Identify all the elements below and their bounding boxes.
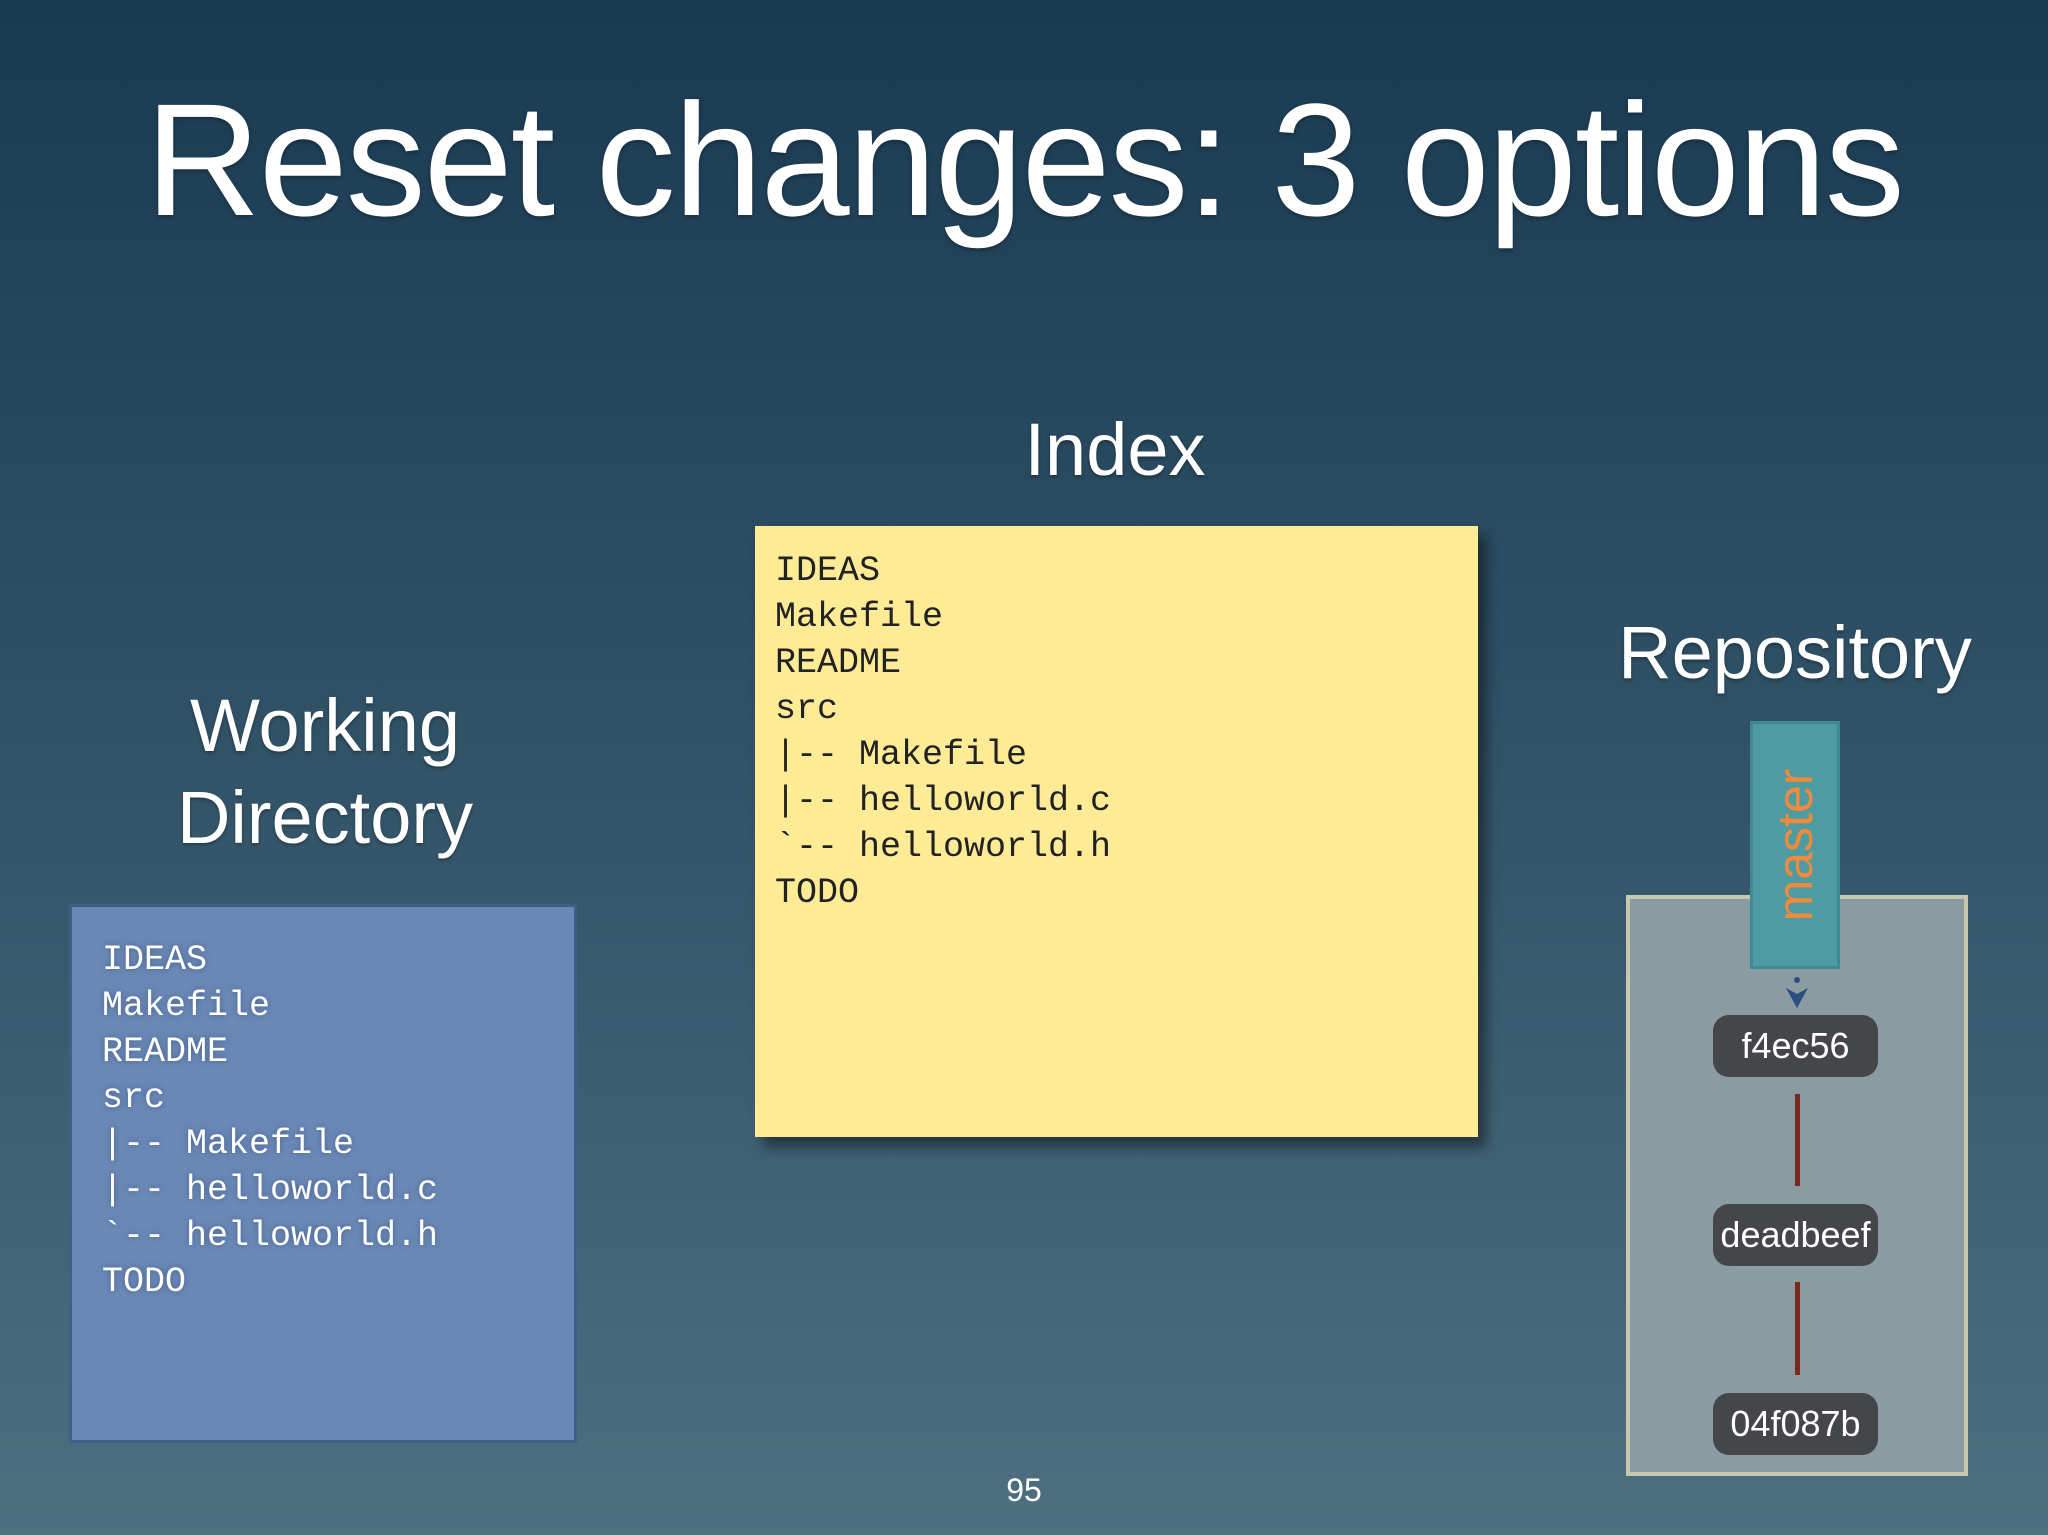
commit-node: 04f087b [1713, 1393, 1878, 1455]
working-directory-file-tree: IDEAS Makefile README src |-- Makefile |… [102, 940, 439, 1302]
arrow-down-icon [1786, 977, 1808, 1008]
working-directory-label-line2: Directory [176, 776, 474, 859]
commit-link [1795, 1094, 1800, 1186]
index-file-tree: IDEAS Makefile README src |-- Makefile |… [775, 551, 1112, 913]
branch-name: master [1767, 768, 1823, 922]
working-directory-label: Working Directory [100, 680, 550, 864]
commit-node: deadbeef [1713, 1204, 1878, 1266]
branch-master-tag: master [1750, 721, 1840, 969]
working-directory-box: IDEAS Makefile README src |-- Makefile |… [69, 904, 577, 1443]
working-directory-label-line1: Working [189, 684, 461, 767]
slide-title: Reset changes: 3 options [145, 70, 1905, 249]
index-box: IDEAS Makefile README src |-- Makefile |… [755, 526, 1478, 1137]
commit-link [1795, 1282, 1800, 1375]
page-number: 95 [1006, 1472, 1042, 1508]
repository-label: Repository [1618, 611, 1972, 694]
commit-node: f4ec56 [1713, 1015, 1878, 1077]
index-label: Index [1024, 408, 1206, 491]
